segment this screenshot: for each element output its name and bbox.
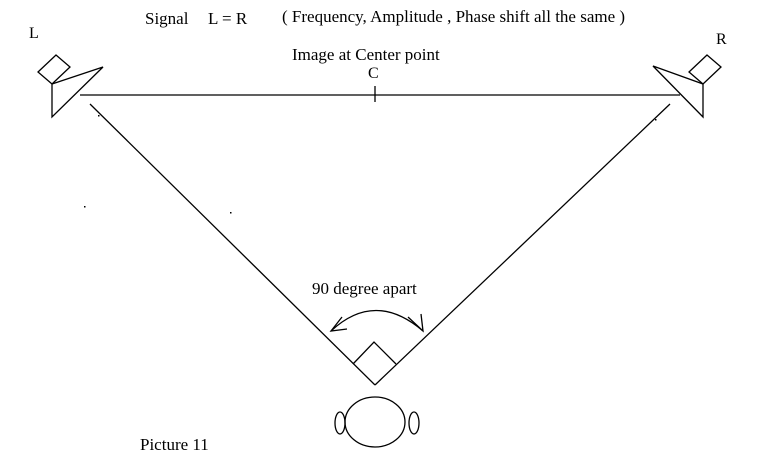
listener-head-icon [334,396,420,448]
signal-label: Signal [145,9,189,28]
picture-caption: Picture 11 [140,435,209,454]
right-speaker-icon [652,54,722,119]
angle-label: 90 degree apart [312,279,417,298]
stray-marks [84,115,657,214]
left-speaker-label: L [29,25,39,42]
center-caption: Image at Center point [292,45,440,64]
center-marker-label: C [368,65,379,82]
left-speaker-icon [37,54,104,119]
right-angle-marker [352,341,397,365]
angle-arrow-icon [329,310,424,333]
signal-equation: L = R [208,9,248,28]
left-path-line [89,103,376,386]
right-speaker-label: R [716,31,727,48]
signal-description: ( Frequency, Amplitude , Phase shift all… [282,7,626,26]
right-path-line [374,103,671,386]
